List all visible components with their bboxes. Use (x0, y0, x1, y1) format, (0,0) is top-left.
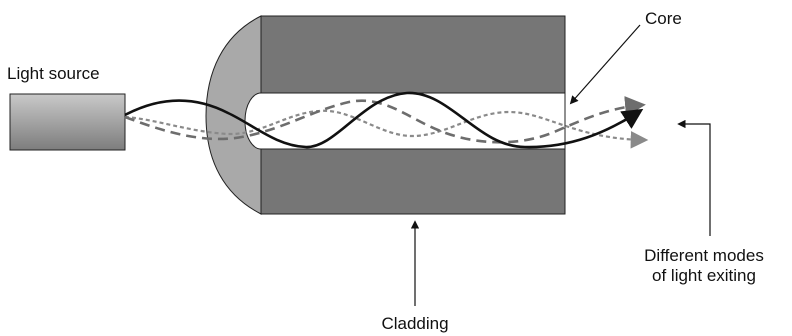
core-label: Core (645, 9, 682, 28)
mode-dashed-path (124, 96, 646, 144)
mode-solid-path (124, 91, 644, 149)
light-source-label: Light source (7, 64, 100, 83)
fiber-cladding-upper (260, 15, 566, 94)
core-leader-line (569, 24, 641, 105)
different-modes-label-line-2: of light exiting (652, 266, 756, 286)
cladding-label: Cladding (381, 314, 449, 333)
fiber-cladding-lower (260, 148, 566, 215)
mode-dotted-path (124, 109, 649, 149)
different-modes-label: Different modes of light exiting (618, 246, 790, 287)
light-source-box (9, 93, 126, 151)
different-modes-label-line-1: Different modes (644, 246, 764, 265)
modes-leader-line (677, 119, 711, 236)
